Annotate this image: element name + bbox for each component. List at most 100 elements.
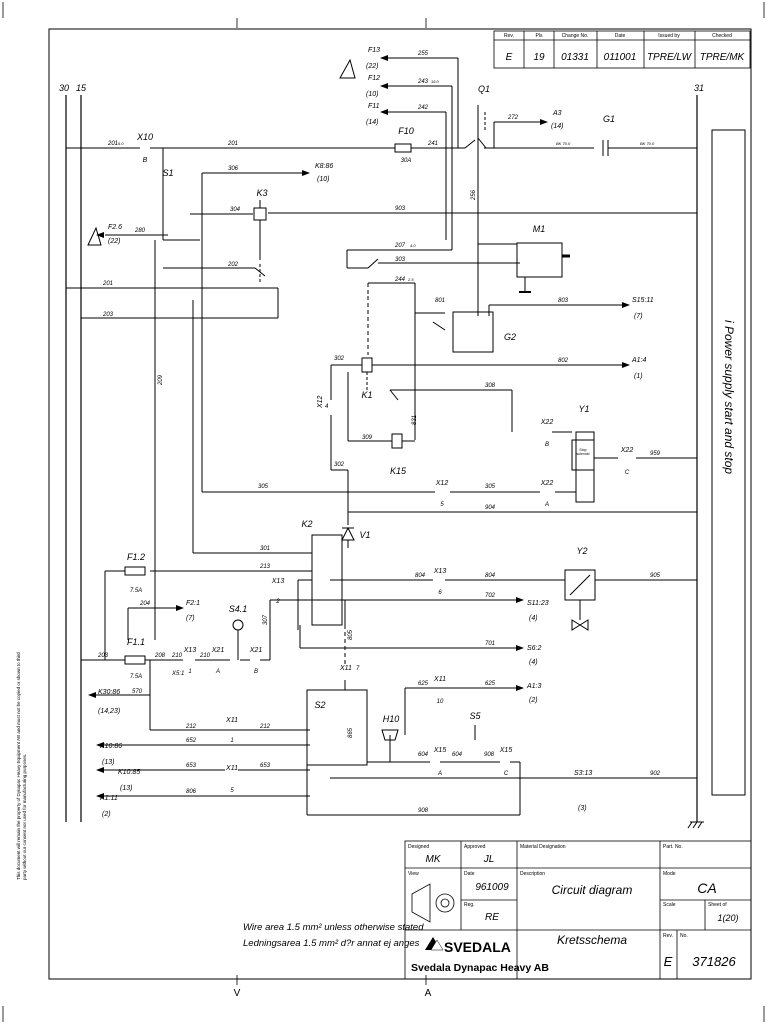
rev-value-issued: TPRE/LW	[647, 52, 693, 63]
label-g1: G1	[603, 114, 615, 124]
label-m1: M1	[533, 224, 546, 234]
label-f1-1: F1.1	[127, 637, 145, 647]
wire-303: 303	[395, 257, 406, 263]
label-k1: K1	[361, 390, 372, 400]
wire-305a: 305	[258, 484, 269, 490]
copyright-note: This document will remain the property o…	[16, 652, 27, 880]
conn-x15a-pin: A	[437, 771, 442, 777]
label-f10: F10	[398, 126, 414, 136]
wire-959: 959	[650, 451, 661, 457]
ref-a13: A1:3	[526, 683, 542, 690]
conn-x5: X5:1	[171, 671, 184, 677]
wire-sq60: 6.0	[118, 141, 124, 146]
wire-308: 308	[485, 383, 496, 389]
conn-x12b: X12	[435, 480, 449, 487]
wire-201a: 201	[107, 141, 118, 147]
ref-k1085: K10:85	[118, 769, 140, 776]
tb-material-label: Material Designation	[520, 844, 566, 850]
wire-702: 702	[485, 593, 496, 599]
y1-stop-solenoid-text: Stop solenoid	[576, 448, 590, 456]
wire-653b: 653	[260, 763, 271, 769]
ref-k8-sheet: (10)	[317, 176, 329, 183]
conn-x22b: X22	[620, 447, 634, 454]
wire-309: 309	[362, 435, 373, 441]
tb-date-label: Date	[464, 871, 475, 877]
wire-302: 302	[334, 356, 345, 362]
wire-212b: 212	[259, 724, 271, 730]
ref-a14-sheet: (1)	[634, 373, 643, 380]
ref-k1085-sheet: (13)	[120, 785, 132, 792]
conn-x11d: X11	[225, 765, 238, 772]
wire-sq25: 2.5	[407, 277, 414, 282]
tb-view-label: View	[408, 871, 419, 877]
projection-symbol-icon	[411, 883, 455, 923]
sheet-mark-center: A	[425, 988, 432, 999]
ref-f26-sheet: (22)	[108, 238, 120, 245]
tb-designed-label: Designed	[408, 844, 429, 850]
conn-x22c: X22	[540, 480, 554, 487]
tb-rev: E	[664, 954, 673, 969]
label-y1: Y1	[578, 404, 589, 414]
conn-x13c-pin: 1	[188, 669, 191, 675]
conn-x11b: X11	[433, 676, 446, 683]
ref-f21-sheet: (7)	[186, 615, 195, 622]
conn-x13a: X13	[271, 578, 285, 585]
tb-rev-label: Rev.	[663, 933, 673, 939]
wire-804b: 804	[485, 573, 496, 579]
label-q1: Q1	[478, 84, 490, 94]
wire-306: 306	[228, 166, 239, 172]
wire-sq160: 16.0	[431, 79, 440, 84]
conn-x15b-pin: C	[504, 771, 509, 777]
ref-a3: A3	[552, 110, 562, 117]
label-x10: X10	[136, 132, 153, 142]
wire-sq700: BK 70.0	[556, 141, 571, 146]
wire-201c: 201	[102, 281, 113, 287]
tb-sheet: 1(20)	[717, 913, 738, 923]
conn-x22c-pin: A	[544, 502, 549, 508]
label-g2: G2	[504, 332, 516, 342]
rail-label-30: 30	[59, 83, 69, 93]
conn-x12a-pin: 4	[325, 404, 329, 410]
label-k15: K15	[390, 466, 407, 476]
label-k3: K3	[256, 188, 267, 198]
wire-213: 213	[259, 564, 271, 570]
tb-title: Circuit diagram	[552, 883, 633, 897]
wire-201b: 201	[227, 141, 238, 147]
label-s4-1: S4.1	[229, 604, 248, 614]
company-name: Svedala Dynapac Heavy AB	[411, 962, 549, 974]
conn-x11a-pin: 7	[356, 666, 360, 672]
tb-mode: CA	[697, 880, 716, 896]
ref-a111-sheet: (2)	[102, 811, 111, 818]
power-supply-box	[711, 129, 746, 796]
rev-value-date: 011001	[604, 52, 637, 63]
wire-905: 905	[650, 573, 661, 579]
tb-description-label: Description	[520, 871, 545, 877]
wire-241: 241	[427, 141, 438, 147]
wire-209: 209	[158, 374, 164, 386]
wire-908a: 908	[484, 752, 495, 758]
wire-307: 307	[263, 614, 269, 625]
wire-305b: 305	[485, 484, 496, 490]
conn-x12b-pin: 5	[440, 502, 444, 508]
conn-x11c-pin: 1	[230, 738, 233, 744]
conn-x22a: X22	[540, 419, 554, 426]
ref-f11-sheet: (14)	[366, 119, 378, 126]
ref-a14: A1:4	[631, 357, 647, 364]
label-f10-rating: 30A	[401, 158, 412, 164]
wire-804a: 804	[415, 573, 426, 579]
ref-s62-sheet: (4)	[529, 659, 538, 666]
svg-text:SVEDALA: SVEDALA	[444, 939, 511, 955]
svedala-logo: SVEDALA	[425, 937, 511, 955]
tb-subtitle: Kretsschema	[557, 933, 627, 947]
title-block-frame	[404, 840, 752, 980]
tb-mode-label: Mode	[663, 871, 676, 877]
ref-k8: K8:86	[315, 163, 333, 170]
ref-a13-sheet: (2)	[529, 697, 538, 704]
wire-204: 204	[139, 601, 151, 607]
wire-653a: 653	[186, 763, 197, 769]
ref-f21: F2:1	[186, 600, 200, 607]
wire-570: 570	[132, 689, 143, 695]
tb-reg-label: Reg.	[464, 902, 475, 908]
wire-908b: 908	[418, 808, 429, 814]
